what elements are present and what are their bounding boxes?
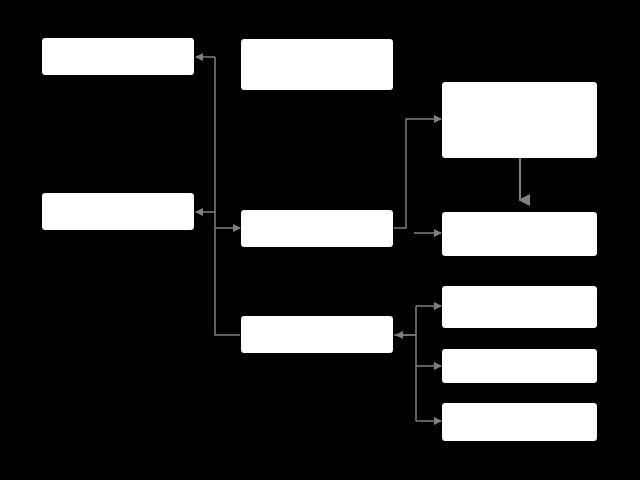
- node-8-box: [442, 286, 597, 328]
- node-1[interactable]: [42, 38, 194, 75]
- node-8[interactable]: [442, 286, 597, 328]
- node-4[interactable]: [241, 210, 393, 247]
- node-3-box: [241, 39, 393, 90]
- node-6[interactable]: [442, 82, 597, 158]
- node-6-box: [442, 82, 597, 158]
- node-2-box: [42, 193, 194, 230]
- connector-layer: [195, 53, 530, 425]
- node-9-box: [442, 349, 597, 383]
- node-2[interactable]: [42, 193, 194, 230]
- node-3[interactable]: [241, 39, 393, 90]
- node-4-box: [241, 210, 393, 247]
- connector-to-node-5: [214, 228, 240, 336]
- node-10[interactable]: [442, 403, 597, 441]
- node-9[interactable]: [442, 349, 597, 383]
- node-7-box: [442, 212, 597, 256]
- node-5-box: [241, 316, 393, 353]
- connector-node-4-to-node-6: [394, 115, 442, 229]
- node-1-box: [42, 38, 194, 75]
- node-layer: [42, 38, 597, 441]
- node-5[interactable]: [241, 316, 393, 353]
- node-7[interactable]: [442, 212, 597, 256]
- node-10-box: [442, 403, 597, 441]
